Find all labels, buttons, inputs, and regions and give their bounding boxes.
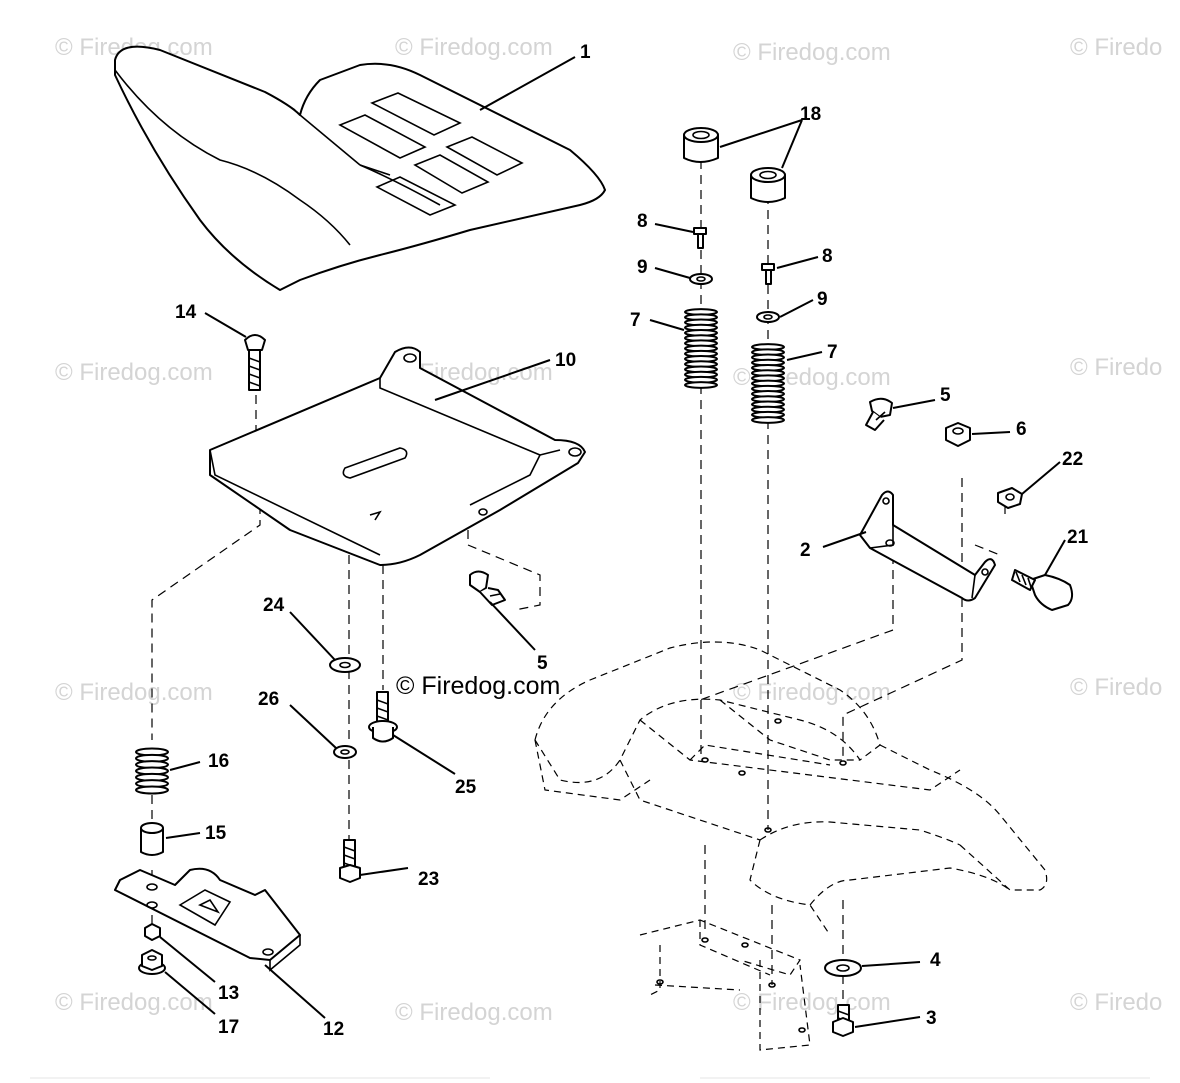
callout-25: 25	[455, 777, 477, 798]
callout-8: 8	[637, 211, 648, 232]
callout-18: 18	[800, 104, 821, 125]
callout-5: 5	[940, 385, 951, 406]
watermark: © Firedo	[1070, 34, 1162, 61]
flange-nut-part	[138, 949, 166, 975]
seat-part	[114, 45, 606, 291]
callout-26: 26	[258, 689, 279, 710]
shoulder-bolt-part	[1011, 569, 1074, 611]
watermark: © Firedog.com	[395, 999, 553, 1026]
watermark: © Firedo	[1070, 989, 1162, 1016]
watermark: © Firedog.com	[733, 39, 891, 66]
callout-9: 9	[637, 257, 648, 278]
watermark: © Firedog.com	[733, 679, 891, 706]
callout-1: 1	[580, 42, 591, 63]
callout-21: 21	[1067, 527, 1089, 548]
seat-pan-part	[209, 346, 586, 566]
watermark-grid: © Firedog.com © Firedog.com © Firedog.co…	[55, 34, 1162, 1026]
nut-part	[144, 923, 161, 941]
screw-part	[761, 263, 775, 285]
watermark: © Firedog.com	[55, 989, 213, 1016]
callout-numbers: 1 18 8 8 9 9 7 7 14 10 5 6 22 2 21 5 24 …	[175, 42, 1089, 1040]
nut-part	[997, 487, 1023, 509]
slide-plate-part	[114, 867, 301, 972]
callout-8: 8	[822, 246, 833, 267]
hex-bolt-part	[832, 1004, 854, 1037]
watermark-main: © Firedog.com	[396, 672, 560, 700]
washer-part	[329, 657, 361, 673]
callout-12: 12	[323, 1019, 344, 1040]
callout-24: 24	[263, 595, 285, 616]
nut-part	[945, 422, 971, 447]
spring-part	[684, 308, 718, 389]
callout-7: 7	[630, 310, 641, 331]
tractor-frame-outline	[534, 641, 1048, 1051]
spring-coil	[684, 381, 718, 389]
callout-9: 9	[817, 289, 828, 310]
watermark: © Firedog.com	[395, 34, 553, 61]
callout-7: 7	[827, 342, 838, 363]
callout-2: 2	[800, 540, 811, 561]
washer-part	[824, 959, 862, 977]
callout-13: 13	[218, 983, 239, 1004]
callout-5: 5	[537, 653, 548, 674]
callout-3: 3	[926, 1008, 937, 1029]
watermark: © Firedog.com	[55, 359, 213, 386]
watermark: © Firedo	[1070, 354, 1162, 381]
callout-14: 14	[175, 302, 197, 323]
washer-part	[689, 273, 713, 285]
watermark: © Firedog.com	[55, 679, 213, 706]
flange-bolt-part	[368, 691, 398, 743]
spacer-part	[140, 822, 164, 856]
callout-4: 4	[930, 950, 941, 971]
lock-washer-part	[333, 745, 357, 759]
carriage-bolt-part	[244, 334, 266, 391]
watermark: © Firedog.com	[733, 989, 891, 1016]
callout-10: 10	[555, 350, 576, 371]
bracket-part	[859, 490, 996, 602]
spring-part	[135, 747, 169, 795]
screw-part	[693, 227, 707, 249]
spring-part	[751, 343, 785, 424]
leader-lines	[159, 56, 1066, 1028]
callout-6: 6	[1016, 419, 1027, 440]
callout-15: 15	[205, 823, 227, 844]
callout-22: 22	[1062, 449, 1083, 470]
spring-coil	[751, 416, 785, 424]
callout-23: 23	[418, 869, 439, 890]
callout-17: 17	[218, 1017, 239, 1038]
clip-part	[469, 570, 506, 606]
watermark: © Firedo	[1070, 674, 1162, 701]
spring-coil	[135, 785, 169, 795]
hex-bolt-part	[339, 839, 361, 883]
clip-part	[865, 397, 893, 431]
callout-16: 16	[208, 751, 229, 772]
bumper-part	[750, 167, 786, 203]
washer-part	[756, 311, 780, 323]
bumper-part	[683, 127, 719, 163]
